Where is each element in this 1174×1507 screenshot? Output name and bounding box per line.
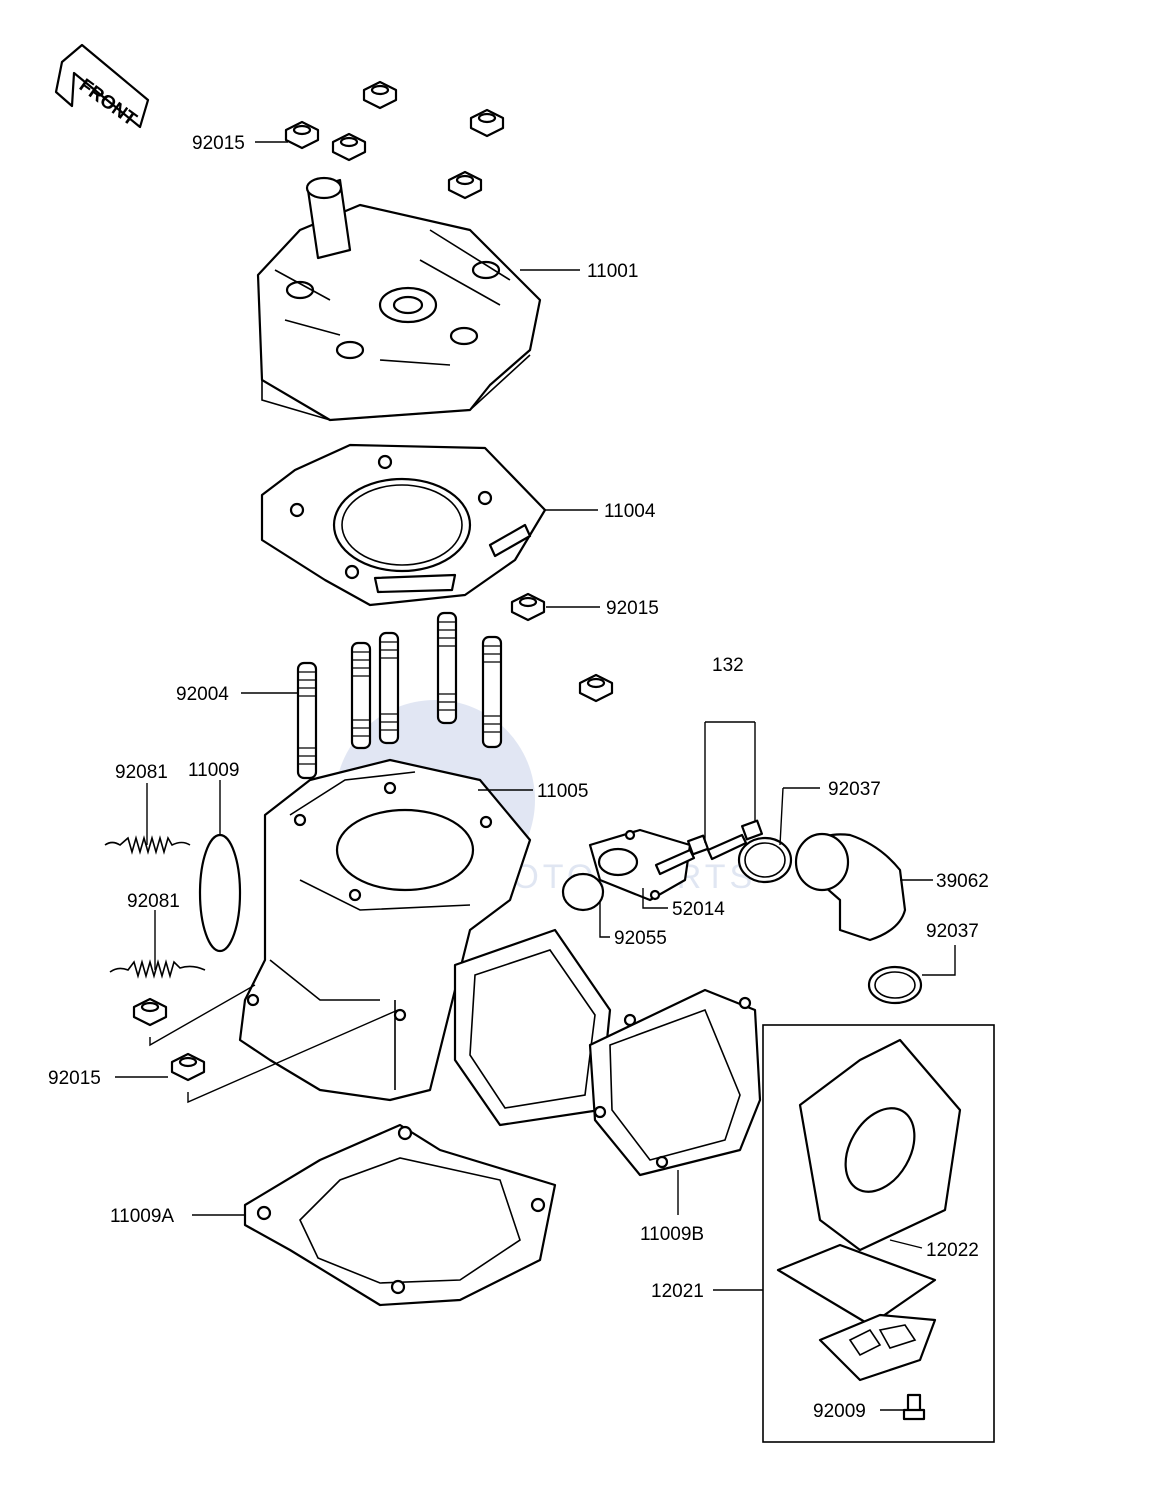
label-92015-top: 92015	[192, 133, 245, 154]
label-11001: 11001	[587, 261, 638, 282]
studs	[296, 611, 503, 780]
reed-assembly-box	[762, 1024, 995, 1443]
clamp-92037-a	[737, 836, 793, 884]
clamp-92037-b	[867, 965, 923, 1005]
nut-extra	[578, 673, 614, 703]
label-52014: 52014	[672, 899, 725, 920]
nut-92015-low-a	[132, 997, 168, 1027]
springs	[104, 835, 206, 979]
label-92081-a: 92081	[115, 762, 168, 783]
label-12022: 12022	[926, 1240, 979, 1261]
part-labels: 92015 11001 11004 92015 132 92004 92081 …	[48, 133, 989, 1422]
reed-gasket	[588, 988, 762, 1177]
head-gasket	[260, 443, 547, 607]
nut-92015-mid	[510, 592, 546, 622]
label-92009: 92009	[813, 1401, 866, 1422]
label-92055: 92055	[614, 928, 667, 949]
label-11009A: 11009A	[110, 1206, 174, 1227]
cylinder-head-nuts	[284, 80, 505, 200]
label-92081-b: 92081	[127, 891, 180, 912]
base-gasket	[243, 1123, 557, 1307]
front-arrow-icon: FRONT	[54, 43, 150, 131]
label-12021: 12021	[651, 1281, 704, 1302]
label-11009: 11009	[188, 760, 239, 781]
label-39062: 39062	[936, 871, 989, 892]
reed-valve-assembly	[776, 1038, 962, 1421]
label-92004: 92004	[176, 684, 229, 705]
label-11009B: 11009B	[640, 1224, 704, 1245]
o-ring-92055	[561, 872, 605, 912]
label-92015-mid: 92015	[606, 598, 659, 619]
leader-lines	[115, 141, 956, 1411]
cylinder-head	[256, 176, 542, 422]
label-92015-low: 92015	[48, 1068, 101, 1089]
bolts-132	[654, 819, 764, 876]
label-92037-b: 92037	[926, 921, 979, 942]
label-11004: 11004	[604, 501, 656, 522]
cylinder	[238, 758, 532, 1102]
o-ring-11009	[198, 833, 242, 953]
intake-manifold	[588, 828, 692, 902]
nut-92015-low-b	[170, 1052, 206, 1082]
reed-housing	[453, 928, 612, 1127]
nut-leader-lines	[149, 984, 399, 1104]
label-132: 132	[712, 655, 744, 676]
label-92037-a: 92037	[828, 779, 881, 800]
intake-hose	[794, 832, 907, 942]
label-11005: 11005	[537, 781, 588, 802]
